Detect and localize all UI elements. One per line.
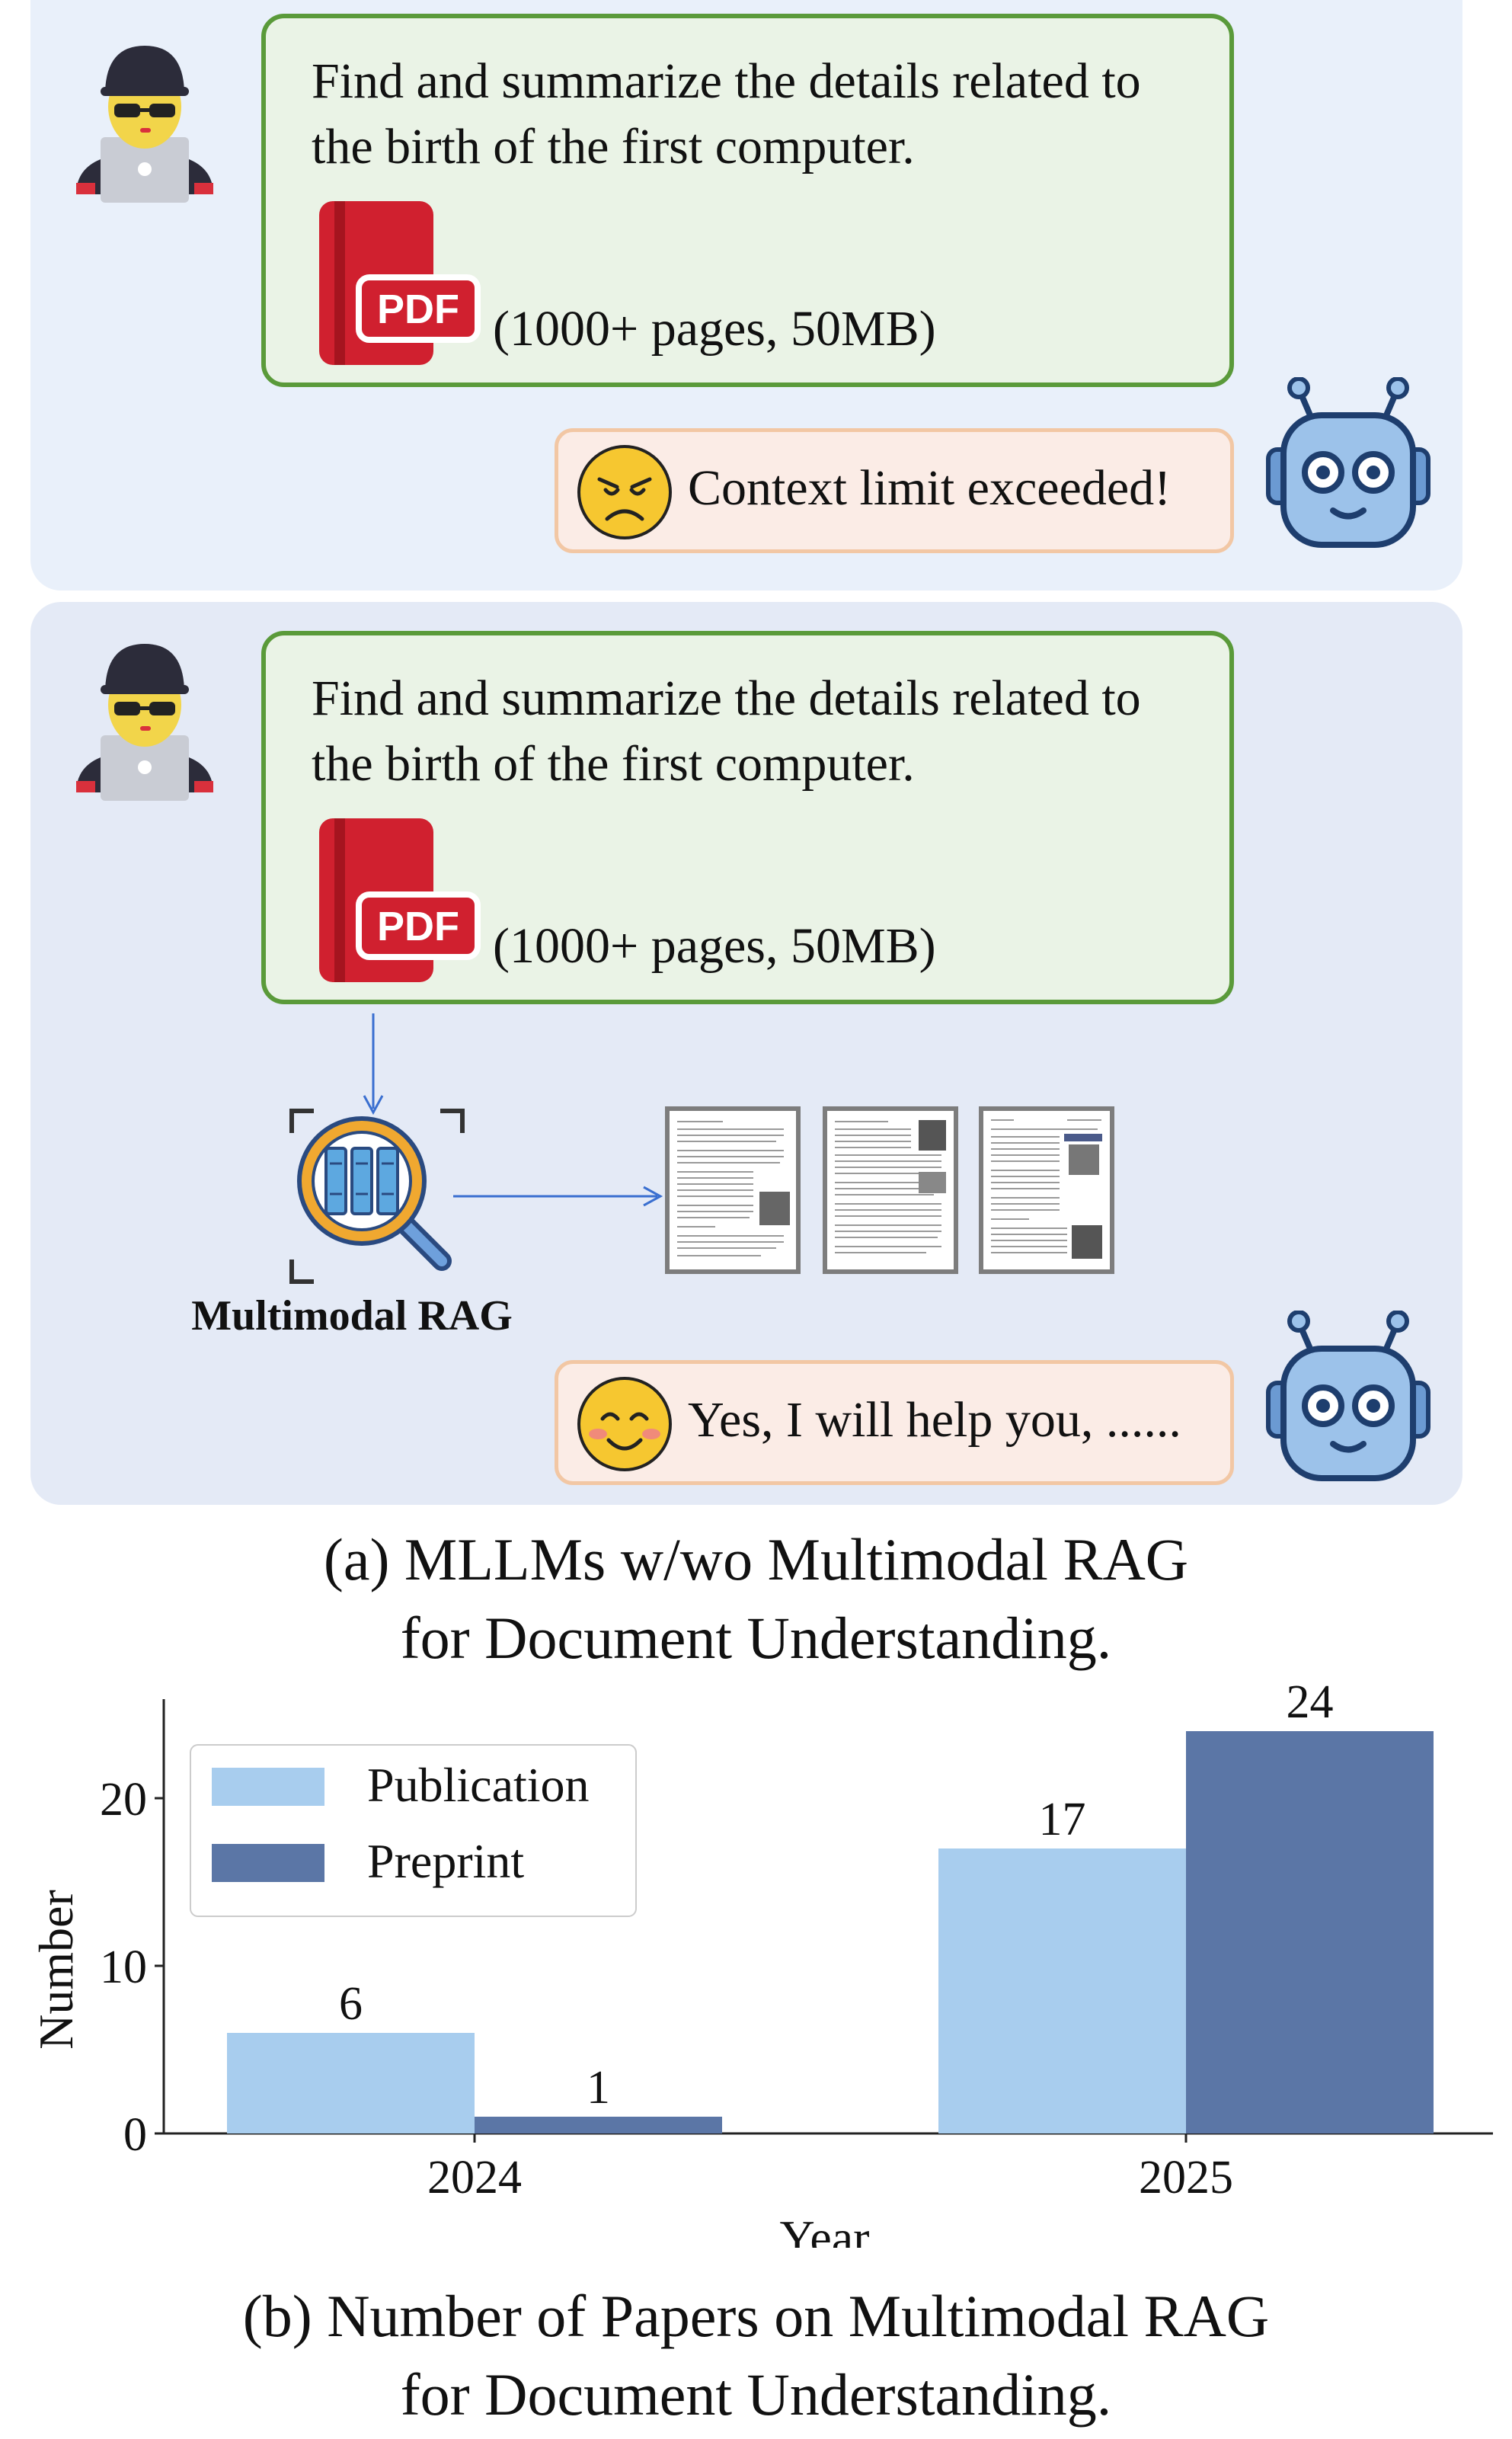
caption-b-line2: for Document Understanding. [400,2361,1112,2428]
bar-publication-2025 [938,1848,1186,2133]
response-box-failure: Context limit exceeded! [555,428,1234,553]
document-page-icon [677,1121,790,1256]
retrieved-document-page [823,1106,958,1274]
y-axis-label: Number [29,1890,83,2050]
y-tick-label: 0 [123,2109,147,2161]
document-page-icon [835,1120,946,1253]
caption-a-line1: (a) MLLMs w/wo Multimodal RAG [323,1526,1189,1592]
pdf-badge-label: PDF [377,286,459,332]
pdf-meta: (1000+ pages, 50MB) [493,918,936,974]
robot-icon [1266,1311,1430,1481]
bar-value-label: 24 [1287,1684,1334,1728]
pdf-book-icon: PDF [319,818,481,982]
pdf-meta: (1000+ pages, 50MB) [493,301,936,357]
rag-label: Multimodal RAG [191,1292,513,1340]
database-search-icon [289,1109,465,1284]
x-axis-label: Year [780,2210,870,2248]
question-text: Find and summarize the details related t… [312,53,1141,174]
caption-b-line1: (b) Number of Papers on Multimodal RAG [242,2283,1270,2349]
x-tick-label: 2024 [427,2152,522,2204]
happy-face-icon [577,1377,672,1471]
question-text: Find and summarize the details related t… [312,671,1141,792]
bar-preprint-2024 [475,2117,722,2133]
bar-preprint-2025 [1186,1731,1434,2133]
y-tick-label: 20 [100,1774,147,1826]
bar-value-label: 1 [587,2062,610,2114]
bar-value-label: 6 [339,1978,363,2030]
legend-label: Publication [367,1758,590,1812]
right-arrow [453,1186,663,1207]
pdf-book-icon: PDF [319,201,481,365]
legend-label: Preprint [367,1834,524,1888]
robot-icon [1266,377,1430,548]
down-arrow [363,1013,384,1115]
bar-value-label: 17 [1039,1794,1086,1845]
response-text: Yes, I will help you, ...... [688,1392,1181,1448]
hacker-avatar-icon [76,644,213,801]
response-box-success: Yes, I will help you, ...... [555,1360,1234,1485]
bar-publication-2024 [227,2033,475,2133]
document-page-icon [991,1119,1102,1259]
caption-a-line2: for Document Understanding. [400,1605,1112,1671]
response-text: Context limit exceeded! [688,460,1172,516]
sad-face-icon [577,445,672,539]
retrieved-document-page [979,1106,1114,1274]
user-question-box: Find and summarize the details related t… [261,631,1234,1004]
y-tick-label: 10 [100,1941,147,1993]
user-question-box: Find and summarize the details related t… [261,14,1234,387]
legend-swatch-preprint [212,1844,324,1882]
pdf-badge-label: PDF [377,904,459,949]
hacker-avatar-icon [76,46,213,203]
x-tick-label: 2025 [1139,2152,1233,2204]
retrieved-document-page [665,1106,801,1274]
legend-swatch-publication [212,1768,324,1806]
